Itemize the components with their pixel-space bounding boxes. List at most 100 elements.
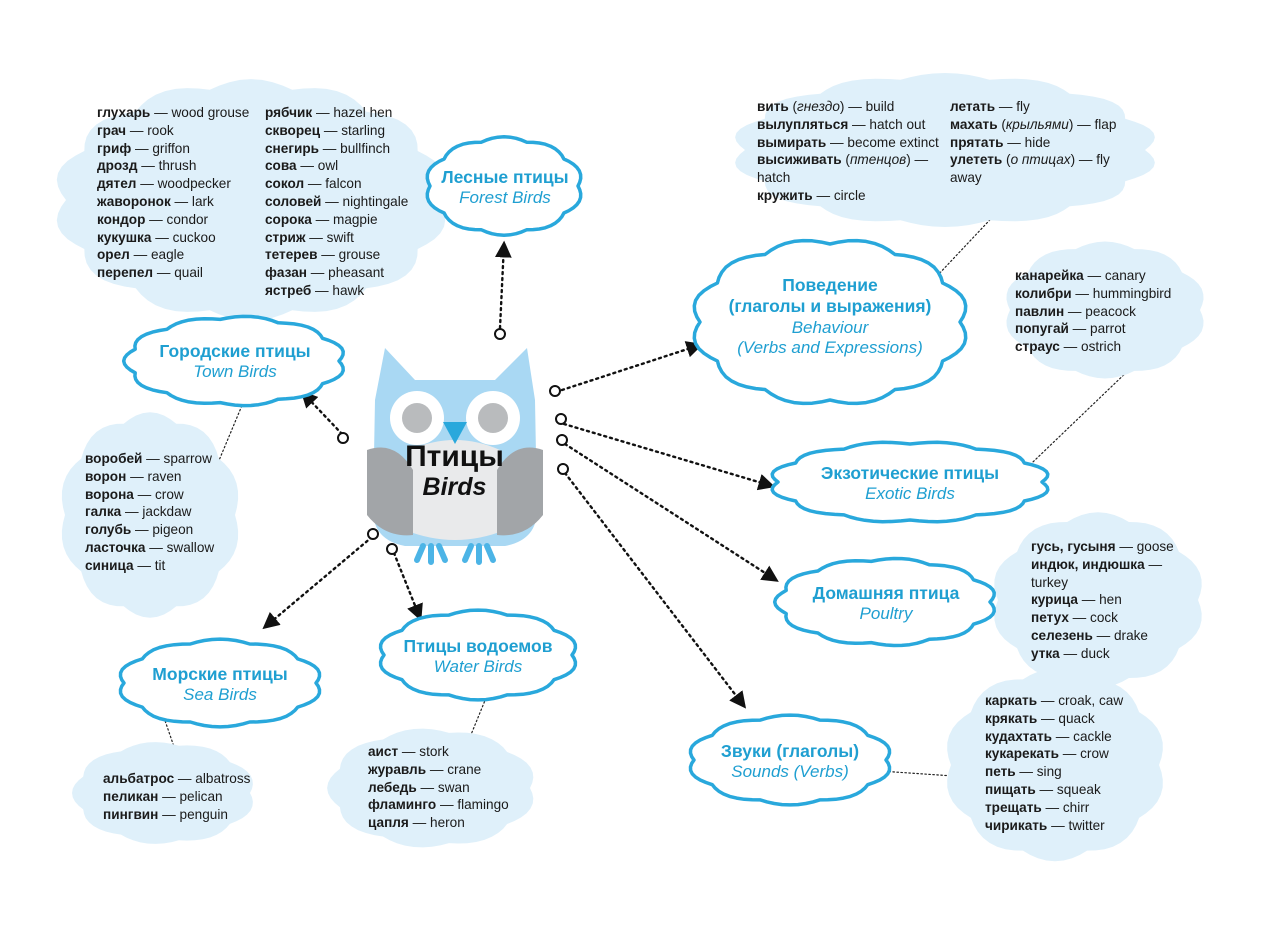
vocab-row: аист — stork bbox=[368, 743, 509, 761]
vocab-term-ru: вымирать bbox=[757, 134, 827, 150]
topic-poultry-en: Poultry bbox=[859, 604, 913, 624]
vocab-note: (о птицах) bbox=[1002, 152, 1076, 168]
topic-sounds-en: Sounds (Verbs) bbox=[731, 762, 849, 782]
cloud-topic-behaviour bbox=[692, 238, 968, 406]
cloud-topic-town bbox=[121, 314, 345, 408]
vocab-term-en: — falcon bbox=[304, 176, 362, 192]
vocab-term-en: — hazel hen bbox=[312, 105, 393, 120]
vocab-row: скворец — starling bbox=[265, 122, 408, 140]
center-title-en: Birds bbox=[422, 473, 487, 501]
vocab-term-ru: глухарь bbox=[97, 105, 151, 120]
topic-sea: Морские птицы Sea Birds bbox=[135, 664, 305, 706]
vocab-term-en: — griffon bbox=[131, 140, 190, 156]
vocab-term-ru: кукушка bbox=[97, 229, 152, 245]
vocab-row: away bbox=[950, 169, 1116, 187]
vocab-term-en: — grouse bbox=[317, 247, 381, 263]
vocab-term-en: — squeak bbox=[1035, 781, 1101, 797]
vocab-term-ru: лебедь bbox=[368, 779, 417, 795]
vocab-term-en: — hummingbird bbox=[1071, 285, 1172, 301]
vocab-term-en: — swallow bbox=[145, 539, 215, 555]
vocab-term-ru: кудахтать bbox=[985, 728, 1053, 744]
ring-town bbox=[337, 432, 349, 444]
vocab-term-en: — become extinct bbox=[826, 134, 939, 150]
ring-sea bbox=[367, 528, 379, 540]
vocab-term-en: — magpie bbox=[311, 211, 378, 227]
topic-exotic-ru: Экзотические птицы bbox=[820, 463, 1000, 483]
vocab-term-en: — fly bbox=[1075, 152, 1110, 168]
vocab-row: тетерев — grouse bbox=[265, 246, 408, 264]
vocab-term-ru: улететь bbox=[950, 152, 1003, 168]
vocab-row: цапля — heron bbox=[368, 814, 509, 832]
vocab-term-ru: грач bbox=[97, 122, 127, 138]
vocab-term-ru: каркать bbox=[985, 693, 1038, 708]
vocab-term-en: turkey bbox=[1031, 574, 1069, 590]
vocab-term-ru: фламинго bbox=[368, 797, 437, 813]
vocab-row: синица — tit bbox=[85, 557, 214, 575]
vocab-term-ru: воробей bbox=[85, 451, 143, 466]
vocab-term-ru: индюк, индюшка bbox=[1031, 556, 1145, 572]
vocab-term-ru: рябчик bbox=[265, 105, 313, 120]
vocab-row: страус — ostrich bbox=[1015, 338, 1171, 356]
connector-town bbox=[300, 390, 344, 436]
vocab-term-ru: махать bbox=[950, 116, 998, 132]
vocab-term-ru: чирикать bbox=[985, 817, 1048, 833]
vocab-term-en: — starling bbox=[320, 122, 386, 138]
owl-beak bbox=[443, 422, 467, 444]
vocab-row: сокол — falcon bbox=[265, 175, 408, 193]
vocab-term-ru: аист bbox=[368, 744, 399, 759]
topic-behaviour-en2: (Verbs and Expressions) bbox=[737, 338, 923, 358]
vocab-term-en: — pheasant bbox=[306, 265, 385, 281]
cloud-vocab-sea bbox=[72, 742, 253, 844]
vocab-term-ru: орел bbox=[97, 247, 130, 263]
vocab-term-en: — flamingo bbox=[436, 797, 509, 813]
vocab-row: ласточка — swallow bbox=[85, 539, 214, 557]
vocab-term-ru: крякать bbox=[985, 710, 1038, 726]
vocab-term-en: — hen bbox=[1077, 592, 1122, 608]
vocab-term-en: — rook bbox=[126, 122, 174, 138]
vocab-row: фламинго — flamingo bbox=[368, 796, 509, 814]
vocab-row: hatch bbox=[757, 169, 939, 187]
vocab-term-ru: петух bbox=[1031, 610, 1069, 626]
ring-forest bbox=[494, 328, 506, 340]
vocab-row: ворона — crow bbox=[85, 486, 214, 504]
vocab-term-en: — chirr bbox=[1041, 799, 1090, 815]
vocab-term-ru: фазан bbox=[265, 265, 307, 281]
vocab-row: ястреб — hawk bbox=[265, 282, 408, 300]
topic-sounds-ru: Звуки (глаголы) bbox=[720, 741, 860, 761]
owl-belly bbox=[405, 440, 505, 540]
vocab-term-ru: вить bbox=[757, 99, 789, 114]
vocab-term-en: hatch bbox=[757, 170, 791, 186]
cloud-vocab-behaviour bbox=[735, 73, 1155, 227]
vocab-row: жаворонок — lark bbox=[97, 193, 249, 211]
vocab-row: лебедь — swan bbox=[368, 779, 509, 797]
vocab-term-en: — albatross bbox=[174, 771, 251, 786]
topic-sea-ru: Морские птицы bbox=[152, 664, 288, 684]
vocab-row: индюк, индюшка — bbox=[1031, 556, 1174, 574]
vocab-row: кукарекать — crow bbox=[985, 745, 1123, 763]
vocab-term-ru: ласточка bbox=[85, 539, 146, 555]
ring-behaviour bbox=[549, 385, 561, 397]
topic-water: Птицы водоемов Water Birds bbox=[392, 636, 564, 678]
vocab-row: рябчик — hazel hen bbox=[265, 104, 408, 122]
vocab-row: пеликан — pelican bbox=[103, 788, 250, 806]
vocab-row: соловей — nightingale bbox=[265, 193, 408, 211]
vocab-term-ru: гриф bbox=[97, 140, 132, 156]
vocab-term-ru: перепел bbox=[97, 265, 154, 281]
vocab-row: чирикать — twitter bbox=[985, 817, 1123, 835]
vocab-term-ru: скворец bbox=[265, 122, 321, 138]
ring-exotic bbox=[555, 413, 567, 425]
topic-exotic-en: Exotic Birds bbox=[865, 484, 955, 504]
center-label: Птицы Birds bbox=[382, 440, 527, 502]
ring-water bbox=[386, 543, 398, 555]
vocab-term-en: — pelican bbox=[158, 788, 223, 804]
vocab-term-ru: гусь, гусыня bbox=[1031, 539, 1116, 554]
vocab-row: попугай — parrot bbox=[1015, 320, 1171, 338]
vocab-term-en: — eagle bbox=[129, 247, 185, 263]
vocab-term-ru: курица bbox=[1031, 592, 1078, 608]
vocab-term-ru: канарейка bbox=[1015, 268, 1084, 283]
